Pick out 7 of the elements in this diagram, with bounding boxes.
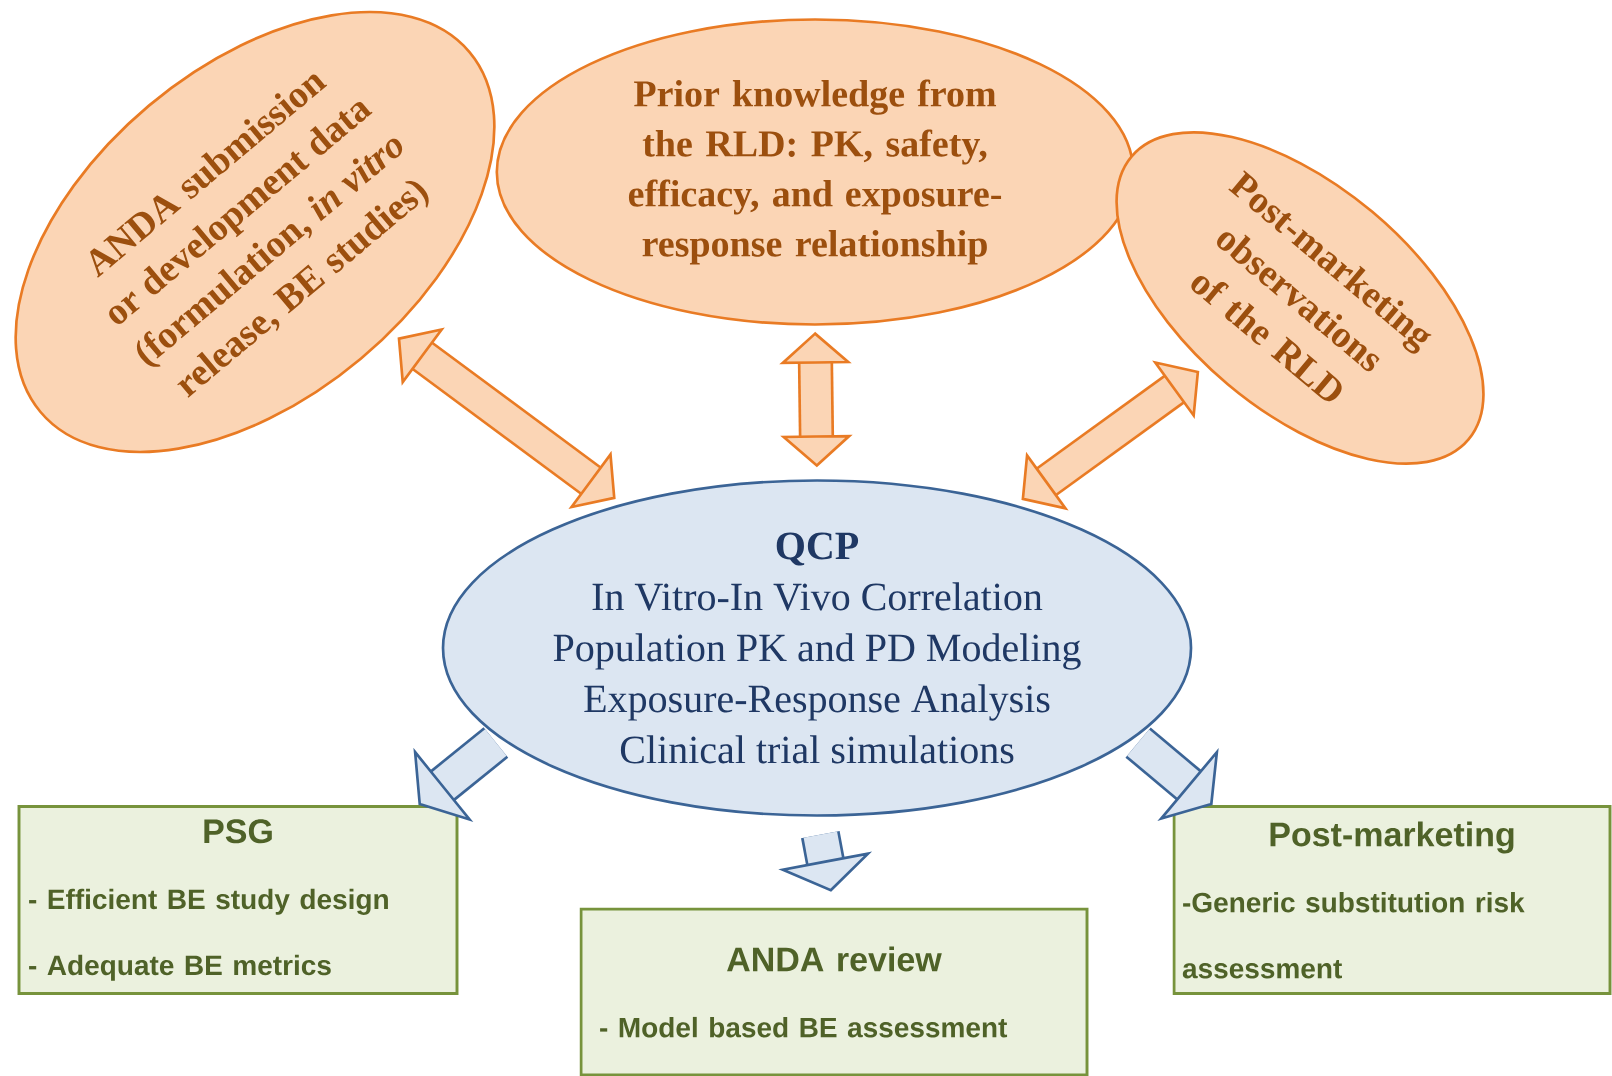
process-box: PSG - Efficient BE study design - Adequate BE metrics (17, 805, 459, 995)
process-box: Post-marketing -Generic substitution risk assessment (1172, 805, 1612, 995)
block-arrow (413, 727, 509, 823)
process-box: ANDA review - Model based BE assessment (579, 907, 1089, 1076)
block-arrow (1021, 360, 1200, 511)
oval-node: QCP In Vitro-In Vivo Correlation Population PK and PD Modeling Exposure-Response Analysis Clinical trial simulations (441, 479, 1193, 817)
oval-node: Prior knowledge from the RLD: PK, safety, efficacy, and exposure-response relationship (495, 18, 1135, 326)
